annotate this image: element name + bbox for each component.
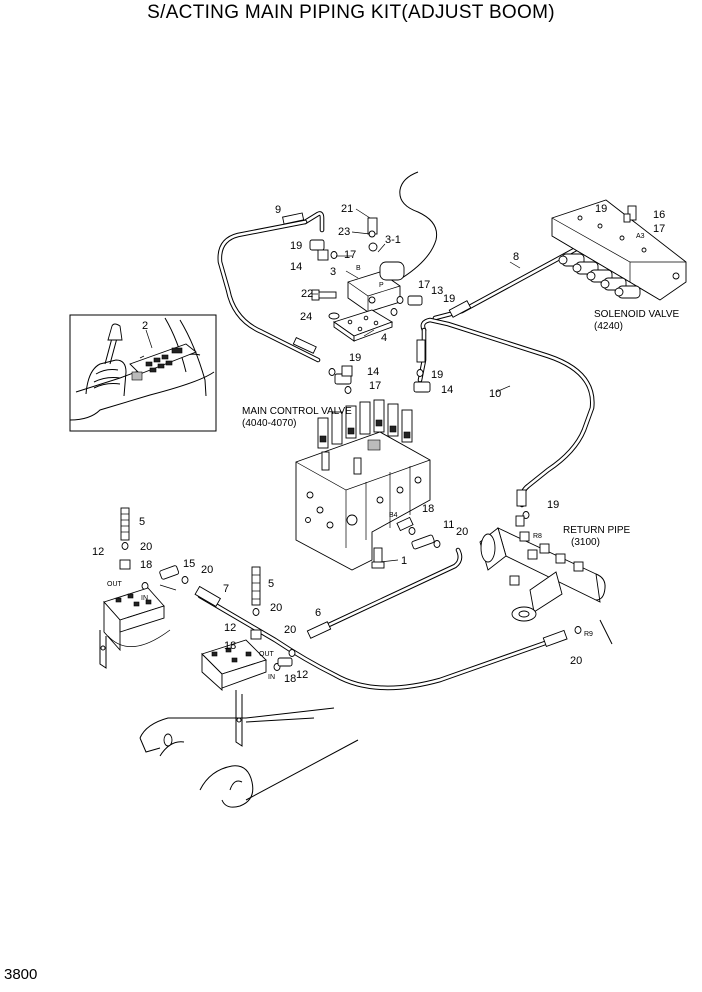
pipe-10 (416, 317, 595, 508)
bracket-right (201, 639, 267, 747)
callout-20-a: 20 (456, 526, 468, 538)
callout-17-c: 17 (653, 223, 665, 235)
hose-5-left (120, 507, 130, 541)
callout-19-d: 19 (349, 352, 361, 364)
callout-19-f: 19 (547, 499, 559, 511)
plate-4 (332, 309, 394, 342)
callout-24: 24 (300, 311, 312, 323)
callout-12-a: 12 (92, 546, 104, 558)
fitting-15 (159, 565, 180, 580)
port-b4: B4 (389, 512, 398, 519)
callout-20-f: 20 (570, 655, 582, 667)
cab-inset (69, 314, 217, 432)
fitting-14-top (309, 239, 329, 261)
callout-20-b: 20 (140, 541, 152, 553)
callout-21: 21 (341, 203, 353, 215)
callout-13: 13 (431, 285, 443, 297)
callout-17-a: 17 (344, 249, 356, 261)
callout-19-e: 19 (431, 369, 443, 381)
block-3 (347, 217, 405, 313)
port-marks: B P A3 B4 R8 R9 OUT IN OUT IN (107, 233, 645, 681)
callout-16: 16 (653, 209, 665, 221)
callout-7: 7 (223, 583, 229, 595)
callout-3-1: 3-1 (385, 234, 401, 246)
bracket-left (99, 587, 171, 669)
callout-5-a: 5 (139, 516, 145, 528)
fitting-1 (371, 547, 385, 569)
port-a3: A3 (636, 233, 645, 240)
callout-17-b: 17 (418, 279, 430, 291)
callout-19-b: 19 (443, 293, 455, 305)
port-r8: R8 (533, 533, 542, 540)
callout-22: 22 (301, 288, 313, 300)
pipe-9 (217, 211, 325, 363)
callout-labels: 9 21 23 3-1 19 17 14 3 22 17 13 19 24 4 … (92, 203, 665, 685)
callout-3: 3 (330, 266, 336, 278)
fitting-12-right (250, 629, 262, 640)
callout-18-d: 18 (284, 673, 296, 685)
main-control-valve-code: (4040-4070) (242, 418, 296, 429)
callout-20-e: 20 (284, 624, 296, 636)
callout-11: 11 (443, 519, 454, 531)
callout-20-c: 20 (201, 564, 213, 576)
callout-14-b: 14 (367, 366, 379, 378)
port-r9: R9 (584, 631, 593, 638)
callout-18-c: 18 (224, 640, 236, 652)
pipe-6 (306, 547, 463, 639)
fitting-13 (407, 295, 423, 306)
callout-17-d: 17 (369, 380, 381, 392)
callout-9: 9 (275, 204, 281, 216)
return-pipe-code: (3100) (571, 537, 600, 548)
o-rings (121, 216, 624, 671)
page-title: S/ACTING MAIN PIPING KIT(ADJUST BOOM) (147, 2, 555, 23)
callout-15: 15 (183, 558, 195, 570)
fitting-11 (411, 534, 435, 550)
bolt-22 (311, 289, 337, 301)
callout-23: 23 (338, 226, 350, 238)
callout-2: 2 (142, 320, 148, 332)
callout-12-c: 12 (296, 669, 308, 681)
callout-18-a: 18 (422, 503, 434, 515)
callout-1: 1 (401, 555, 407, 567)
solenoid-valve-code: (4240) (594, 321, 623, 332)
solenoid-coils (558, 253, 641, 299)
port-b: B (356, 265, 361, 272)
callout-8: 8 (513, 251, 519, 263)
return-pipe-label: RETURN PIPE (563, 525, 631, 536)
leader-lines (145, 208, 521, 591)
callout-19-c: 19 (595, 203, 607, 215)
callout-5-b: 5 (268, 578, 274, 590)
callout-20-d: 20 (270, 602, 282, 614)
solenoid-valve-label: SOLENOID VALVE (594, 309, 680, 320)
solenoid-valve (551, 199, 687, 301)
page-number: 3800 (4, 966, 38, 983)
callout-14-a: 14 (290, 261, 302, 273)
port-p: P (379, 282, 384, 289)
main-control-valve-label: MAIN CONTROL VALVE (242, 406, 352, 417)
component-labels: MAIN CONTROL VALVE (4040-4070) SOLENOID … (242, 309, 680, 548)
callout-4: 4 (381, 332, 387, 344)
port-in-right: IN (268, 674, 275, 681)
port-out-right: OUT (259, 651, 275, 658)
callout-6: 6 (315, 607, 321, 619)
fitting-14-right (413, 381, 431, 393)
callout-18-b: 18 (140, 559, 152, 571)
port-in-left: IN (141, 595, 148, 602)
callout-14-c: 14 (441, 384, 453, 396)
callout-19-a: 19 (290, 240, 302, 252)
fitting-18-mcv (396, 516, 414, 532)
washer-24 (328, 312, 340, 320)
fitting-18-right (277, 657, 293, 667)
fitting-12-left (119, 559, 131, 570)
frame-outline (139, 707, 359, 808)
return-pipe (479, 515, 613, 645)
main-control-valve (295, 399, 431, 571)
fitting-14-mid (334, 365, 353, 385)
solenoid-wire (399, 171, 438, 279)
callout-12-b: 12 (224, 622, 236, 634)
hose-5-right (251, 566, 261, 606)
port-out-left: OUT (107, 581, 123, 588)
callout-10: 10 (489, 388, 501, 400)
